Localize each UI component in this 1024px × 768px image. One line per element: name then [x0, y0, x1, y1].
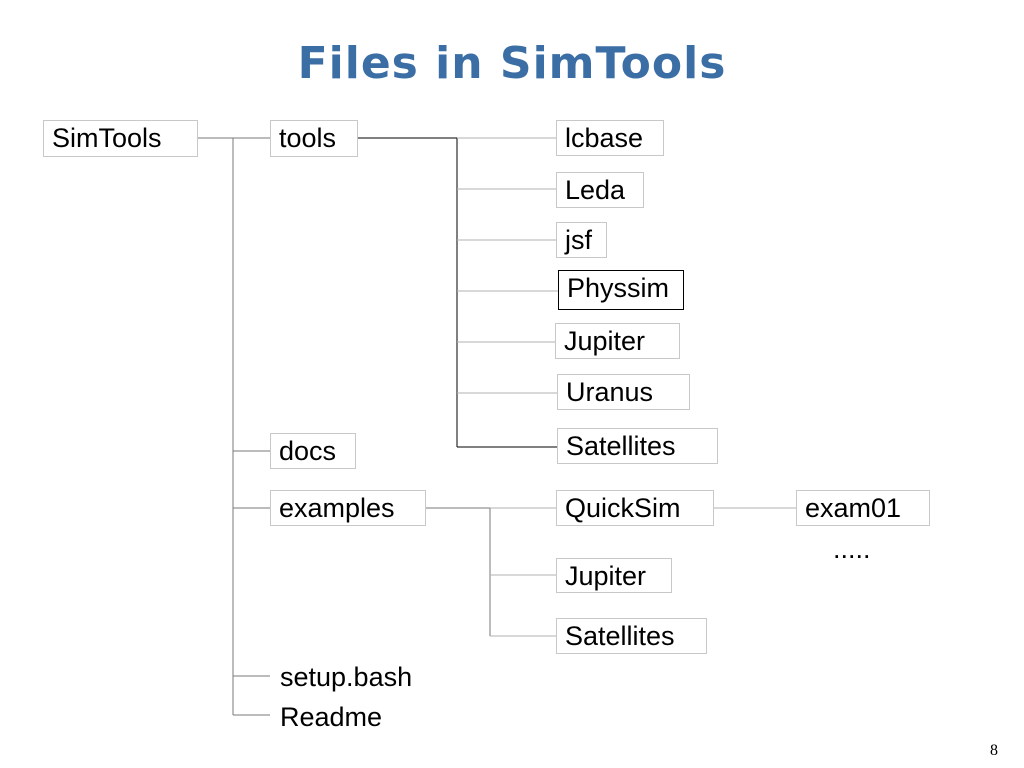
node-jsf: jsf [556, 222, 607, 258]
node-physsim: Physsim [558, 270, 684, 310]
node-examples-jupiter: Jupiter [556, 558, 672, 593]
file-setup-bash: setup.bash [280, 662, 413, 692]
node-satellites: Satellites [557, 428, 718, 464]
node-tools: tools [270, 120, 358, 157]
node-examples-satellites: Satellites [556, 618, 707, 654]
slide-title: Files in SimTools [297, 38, 727, 89]
node-leda: Leda [556, 172, 644, 208]
node-lcbase: lcbase [556, 120, 664, 156]
node-jupiter: Jupiter [555, 323, 680, 359]
node-simtools: SimTools [43, 120, 198, 157]
file-readme: Readme [280, 702, 383, 732]
node-exam01: exam01 [796, 490, 930, 526]
node-docs: docs [270, 433, 356, 469]
page-number: 8 [990, 742, 998, 759]
node-examples: examples [270, 490, 426, 526]
node-quicksim: QuickSim [556, 490, 714, 526]
node-uranus: Uranus [557, 374, 690, 410]
more-ellipsis: ..... [833, 534, 871, 564]
